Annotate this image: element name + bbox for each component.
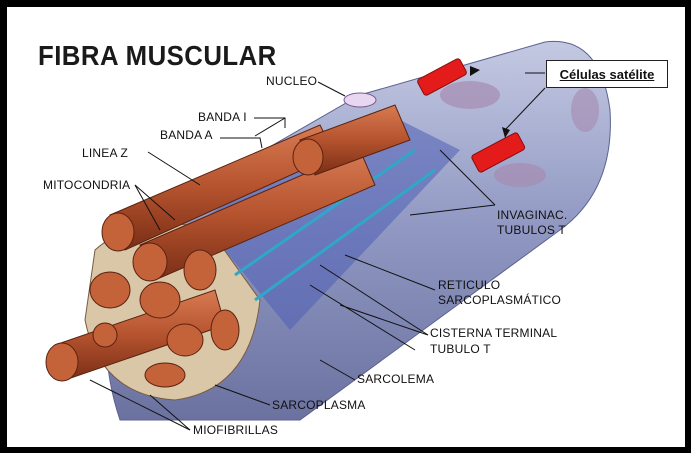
label-banda-i: BANDA I — [198, 110, 247, 124]
myofibril-end — [211, 310, 239, 350]
myofibril-end — [90, 272, 130, 308]
membrane-bump — [571, 88, 599, 132]
myofibril-end — [140, 282, 180, 318]
label-banda-a: BANDA A — [160, 128, 213, 142]
myofibril-end — [293, 139, 323, 175]
myofibril-end — [145, 363, 185, 387]
satellite-cells-callout: Células satélite — [546, 60, 668, 88]
membrane-bump — [494, 163, 546, 187]
label-tubulos-t: TUBULOS T — [497, 223, 566, 237]
myofibril-end — [93, 323, 117, 347]
label-reticulo: RETICULO — [438, 278, 500, 292]
label-sarcolema: SARCOLEMA — [357, 372, 434, 386]
label-miofibrillas: MIOFIBRILLAS — [193, 423, 278, 437]
myofibril-end — [133, 243, 167, 281]
label-sarcoplasmatico: SARCOPLASMÁTICO — [438, 293, 561, 307]
label-linea-z: LINEA Z — [82, 146, 128, 160]
label-invaginac: INVAGINAC. — [497, 208, 567, 222]
label-cisterna-terminal: CISTERNA TERMINAL — [430, 326, 557, 340]
membrane-bump — [440, 81, 500, 109]
nucleus — [344, 93, 376, 107]
label-tubulo-t: TUBULO T — [430, 342, 491, 356]
myofibril-end — [46, 343, 78, 381]
diagram-title: FIBRA MUSCULAR — [38, 40, 277, 72]
myofibril-end — [184, 250, 216, 290]
myofibril-end — [102, 213, 134, 251]
label-sarcoplasma: SARCOPLASMA — [272, 398, 366, 412]
label-nucleo: NUCLEO — [266, 74, 317, 88]
label-mitocondria: MITOCONDRIA — [43, 178, 130, 192]
myofibril-end — [167, 324, 203, 356]
